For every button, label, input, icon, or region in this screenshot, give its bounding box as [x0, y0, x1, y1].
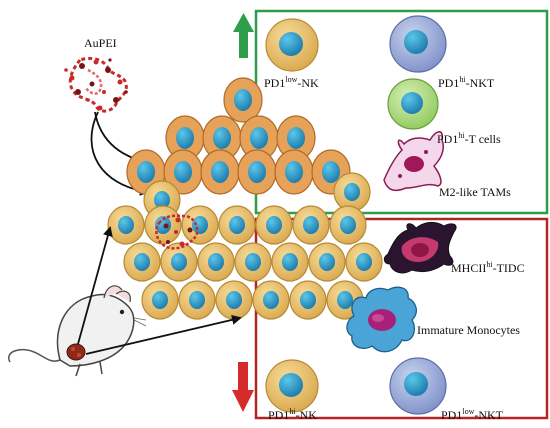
tumor-cell-nucleus [263, 291, 279, 309]
pd1-hi-nkt-cell-icon [389, 15, 447, 73]
pd1-hi-t-cells-label: PD1hi-T cells [437, 131, 501, 147]
down-arrow-icon [232, 362, 254, 412]
pd1-hi-nk-label: PD1hi-NK [268, 407, 317, 423]
tumor-cell-nucleus [340, 216, 356, 234]
tumor-cell-nucleus [266, 216, 282, 234]
tumor-cell-nucleus [322, 161, 340, 183]
m2-like-tams-label: M2-like TAMs [439, 185, 511, 199]
immature-monocyte-icon [346, 286, 418, 353]
tumor-cell-nucleus [248, 161, 266, 183]
tumor-cell-nucleus [226, 291, 242, 309]
immature-monocytes-label: Immature Monocytes [417, 323, 520, 337]
tumor-cell-nucleus [213, 127, 231, 149]
mouse-to-box-arrow [85, 314, 242, 355]
pd1-low-nkt-cell-icon [389, 357, 447, 415]
tumor-cell-mass [107, 77, 383, 320]
tumor-cell-nucleus [282, 253, 298, 271]
tumor-cell-nucleus [319, 253, 335, 271]
m2-like-tam-icon [383, 131, 445, 192]
tumor-cell-nucleus [137, 161, 155, 183]
tumor-cell-nucleus [337, 291, 353, 309]
aupei-nanoparticle-icon [64, 56, 128, 113]
tumor-cell-nucleus [208, 253, 224, 271]
tumor-cell-nucleus [118, 216, 134, 234]
pd1-hi-nkt-label: PD1hi-NKT [438, 75, 495, 91]
pd1-low-nk-label: PD1low-NK [264, 75, 319, 91]
tumor-cell-nucleus [229, 216, 245, 234]
aupei-label: AuPEI [84, 36, 117, 50]
up-arrow-icon [233, 13, 254, 58]
tumor-cell-nucleus [344, 183, 360, 201]
tumor-cell-nucleus [134, 253, 150, 271]
tumor-cell-nucleus [300, 291, 316, 309]
tumor-cell-nucleus [189, 291, 205, 309]
mhcii-hi-tidc-icon [383, 221, 457, 274]
tumor-cell-nucleus [356, 253, 372, 271]
mouse-icon [7, 285, 147, 377]
tumor-cell-nucleus [234, 89, 252, 111]
tumor-cell-nucleus [303, 216, 319, 234]
tumor-cell-nucleus [176, 127, 194, 149]
pd1-hi-nk-cell-icon [265, 359, 319, 413]
tumor-cell-nucleus [171, 253, 187, 271]
tumor-cell-nucleus [287, 127, 305, 149]
tumor-cell-nucleus [154, 191, 170, 209]
tumor-cell-nucleus [211, 161, 229, 183]
tumor-cell-nucleus [245, 253, 261, 271]
tumor-cell-nucleus [174, 161, 192, 183]
tumor-cell-nucleus [155, 216, 171, 234]
pd1-low-nk-cell-icon [265, 18, 319, 72]
pd1-low-nkt-label: PD1low-NKT [441, 407, 504, 423]
pd1-hi-t-cell-icon [387, 78, 439, 130]
tumor-cell-nucleus [152, 291, 168, 309]
tumor-cell-nucleus [285, 161, 303, 183]
aupei-in-tumor-icon [155, 214, 199, 250]
tumor-cell-nucleus [250, 127, 268, 149]
downregulated-box [254, 217, 549, 420]
mhcii-hi-tidc-label: MHCIIhi-TIDC [451, 260, 525, 276]
tumor-cell-nucleus [192, 216, 208, 234]
mouse-to-tumor-arrow [77, 226, 113, 345]
